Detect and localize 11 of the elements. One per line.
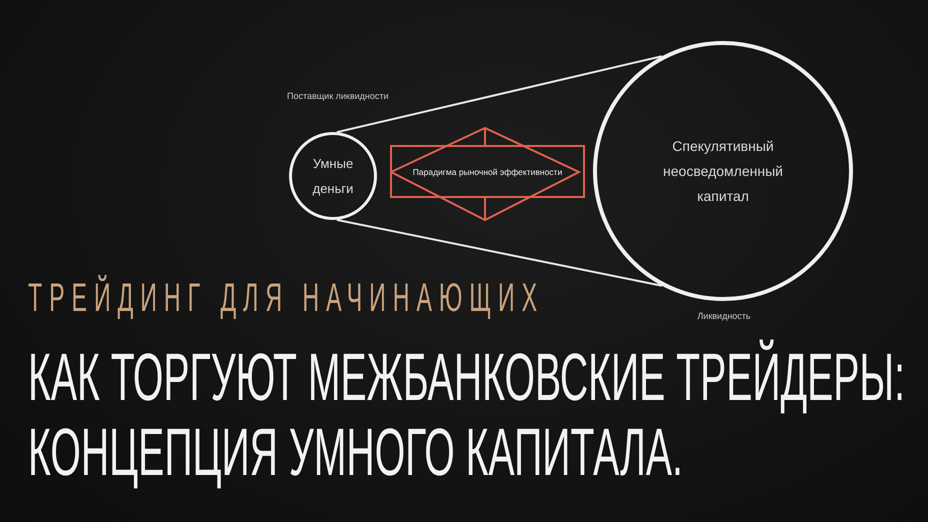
circle-node — [593, 41, 853, 301]
circle-node — [289, 132, 377, 220]
connector-line — [336, 55, 662, 134]
title: КАК ТОРГУЮТ МЕЖБАНКОВСКИЕ ТРЕЙДЕРЫ: КОНЦЕПЦИЯ УМНОГО КАПИТАЛА. — [28, 340, 906, 490]
rectangle-diamond-shape — [390, 127, 585, 221]
node-label: Спекулятивный неосведомленный капитал — [662, 136, 784, 206]
node-label: Умные деньги — [312, 155, 354, 198]
caption-text: Поставщик ликвидности — [287, 91, 389, 102]
connector-line — [336, 218, 662, 287]
node-label: Парадигма рыночной эффективности — [412, 166, 564, 178]
caption-text: Ликвидность — [696, 310, 752, 322]
